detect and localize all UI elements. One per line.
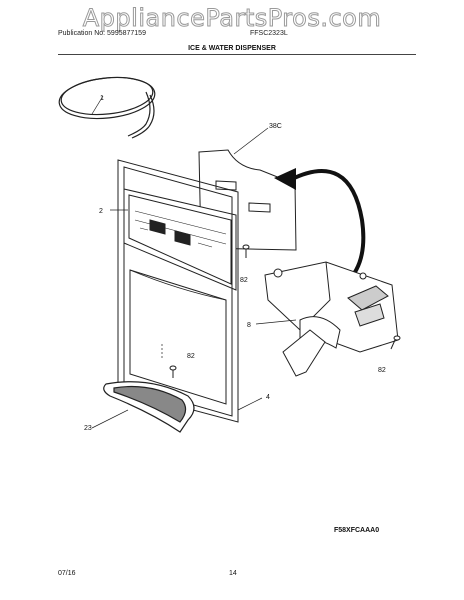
publication-number: Publication No: 5995877159 — [58, 30, 146, 37]
leader-line-4 — [237, 397, 263, 411]
screw-lower-right — [390, 335, 401, 350]
front-control-panel — [123, 188, 237, 291]
callout-front-panel: 2 — [99, 208, 103, 215]
leader-line-1 — [91, 95, 104, 115]
callout-trim: 23 — [84, 425, 92, 432]
drip-tray-trim — [103, 381, 195, 433]
dispenser-module — [264, 261, 399, 377]
callout-screw-upper: 82 — [240, 277, 248, 284]
site-watermark: AppliancePartsPros.com — [82, 4, 382, 33]
assembly-arrow — [274, 168, 366, 284]
section-title: ICE & WATER DISPENSER — [188, 45, 276, 52]
callout-screw-lower-center: 82 — [187, 353, 195, 360]
leader-line-8 — [255, 319, 297, 325]
screw-lower-center — [169, 365, 177, 378]
callout-rear-panel: 38C — [269, 123, 282, 130]
header-rule — [58, 54, 416, 55]
leader-line-23 — [91, 409, 129, 429]
dispenser-housing — [117, 159, 239, 423]
callout-tubing: 1 — [100, 95, 104, 102]
callout-screw-lower-right: 82 — [378, 367, 386, 374]
screw-upper — [242, 244, 250, 258]
callout-dispenser-module: 8 — [247, 322, 251, 329]
callout-housing: 4 — [266, 394, 270, 401]
leader-line-38c — [233, 127, 269, 155]
footer-date: 07/16 — [58, 570, 76, 577]
page-number: 14 — [229, 570, 237, 577]
model-number: FFSC2323L — [250, 30, 288, 37]
diagram-code: F58XFCAAA0 — [334, 527, 380, 534]
tubing-coil — [58, 76, 156, 139]
